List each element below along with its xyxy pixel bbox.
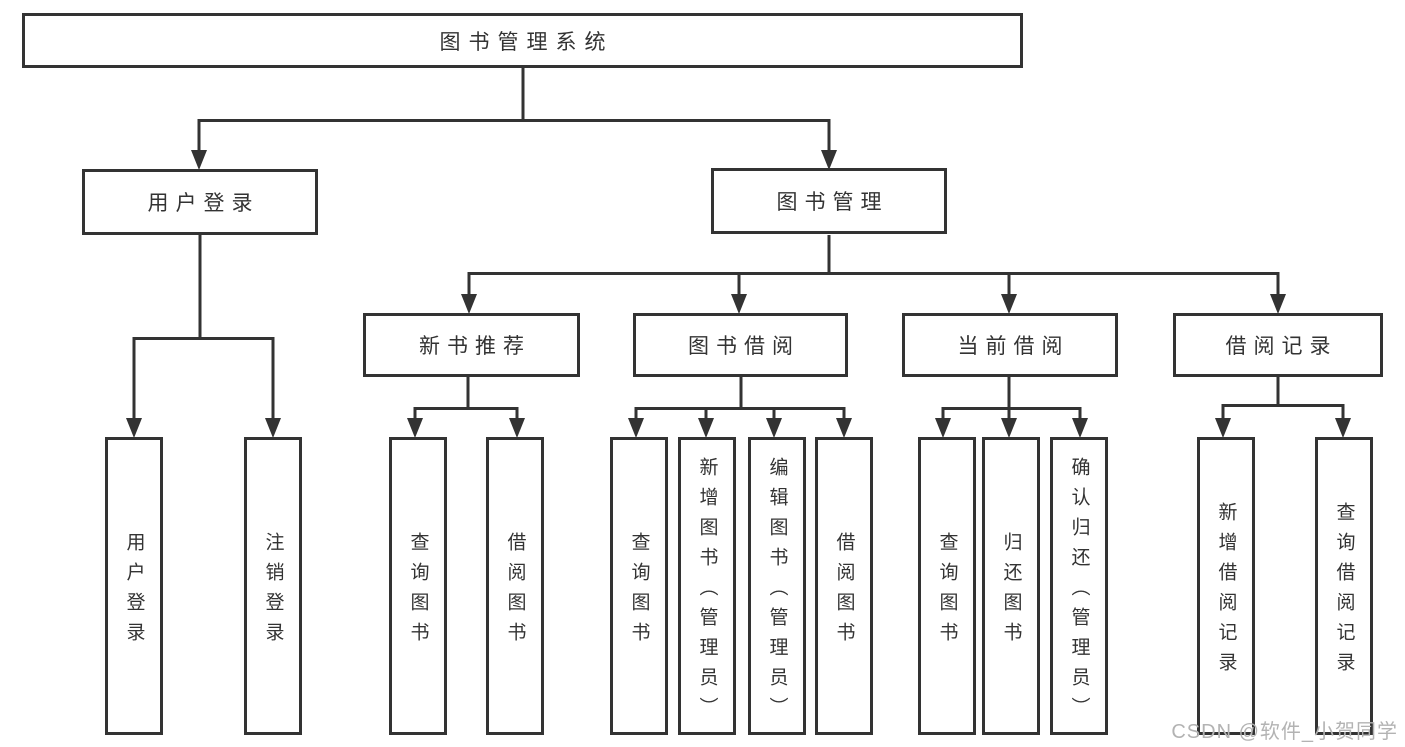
leaf-current-query-book-label: 查询图书 (936, 531, 958, 652)
leaf-recommend-borrow-book: 借阅图书 (486, 437, 544, 735)
node-book-borrow: 图书借阅 (633, 313, 848, 377)
csdn-watermark: CSDN @软件_小贺同学 (1171, 721, 1398, 743)
leaf-borrow-query-book-label: 查询图书 (628, 531, 650, 652)
node-borrow-record: 借阅记录 (1173, 313, 1383, 377)
node-current-borrow: 当前借阅 (902, 313, 1118, 377)
leaf-user-login: 用户登录 (105, 437, 163, 735)
leaf-borrow-query-book: 查询图书 (610, 437, 668, 735)
leaf-logout: 注销登录 (244, 437, 302, 735)
leaf-recommend-query-book-label: 查询图书 (407, 531, 429, 652)
node-user-login: 用户登录 (82, 169, 318, 235)
leaf-edit-book-admin: 编辑图书（管理员） (748, 437, 806, 735)
node-root: 图书管理系统 (22, 13, 1023, 68)
node-new-book-recommend: 新书推荐 (363, 313, 580, 377)
leaf-return-book: 归还图书 (982, 437, 1040, 735)
leaf-add-borrow-record: 新增借阅记录 (1197, 437, 1255, 735)
leaf-confirm-return-admin-label: 确认归还（管理员） (1068, 456, 1090, 727)
leaf-add-borrow-record-label: 新增借阅记录 (1215, 501, 1237, 682)
leaf-return-book-label: 归还图书 (1000, 531, 1022, 652)
arrowhead-icons (126, 150, 1351, 438)
node-book-borrow-label: 图书借阅 (688, 335, 800, 358)
leaf-query-borrow-record-label: 查询借阅记录 (1333, 501, 1355, 682)
leaf-user-login-label: 用户登录 (123, 531, 145, 652)
node-borrow-record-label: 借阅记录 (1225, 335, 1338, 358)
leaf-current-query-book: 查询图书 (918, 437, 976, 735)
leaf-add-book-admin: 新增图书（管理员） (678, 437, 736, 735)
leaf-recommend-borrow-book-label: 借阅图书 (504, 531, 526, 652)
node-new-book-recommend-label: 新书推荐 (419, 335, 531, 358)
leaf-edit-book-admin-label: 编辑图书（管理员） (766, 456, 788, 727)
leaf-confirm-return-admin: 确认归还（管理员） (1050, 437, 1108, 735)
leaf-borrow-book: 借阅图书 (815, 437, 873, 735)
node-root-label: 图书管理系统 (439, 30, 614, 54)
node-book-management: 图书管理 (711, 168, 947, 234)
node-user-login-label: 用户登录 (147, 192, 260, 215)
leaf-add-book-admin-label: 新增图书（管理员） (696, 456, 718, 727)
leaf-borrow-book-label: 借阅图书 (833, 531, 855, 652)
node-book-management-label: 图书管理 (776, 191, 889, 214)
node-current-borrow-label: 当前借阅 (957, 335, 1070, 358)
leaf-logout-label: 注销登录 (262, 531, 284, 652)
leaf-recommend-query-book: 查询图书 (389, 437, 447, 735)
leaf-query-borrow-record: 查询借阅记录 (1315, 437, 1373, 735)
